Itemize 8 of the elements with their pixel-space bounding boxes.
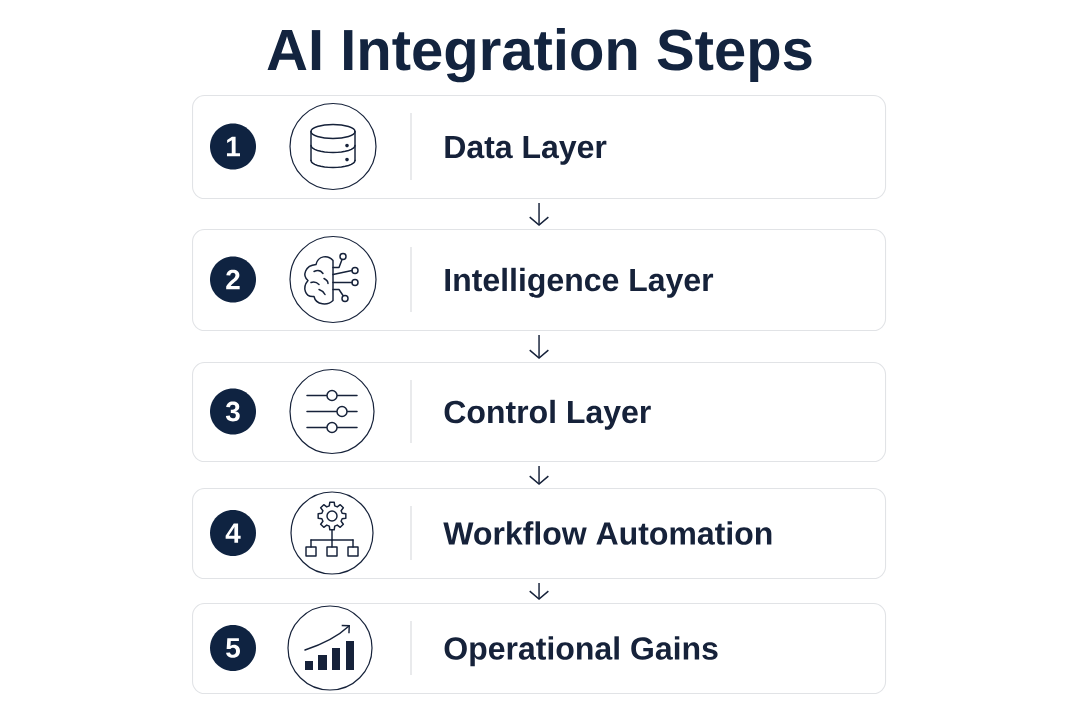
number-badge: 3 (210, 388, 256, 435)
number-badge: 5 (210, 625, 256, 671)
arrow (528, 202, 550, 227)
arrow (528, 334, 550, 360)
number-badge: 1 (210, 123, 256, 170)
title: AI Integration Steps (267, 27, 812, 83)
number-badge: 4 (210, 510, 256, 556)
number-badge: 2 (210, 256, 256, 303)
